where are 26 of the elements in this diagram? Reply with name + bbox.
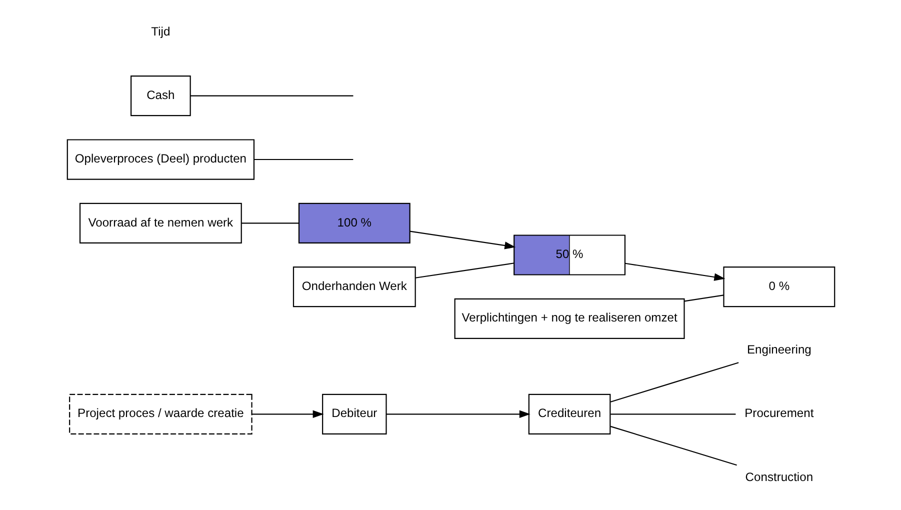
connector xyxy=(610,426,736,466)
arrow xyxy=(624,262,725,281)
connector xyxy=(241,222,298,224)
node-box: Onderhanden Werk xyxy=(292,266,416,308)
connector xyxy=(254,158,353,160)
arrow xyxy=(386,410,530,418)
arrow xyxy=(409,230,516,250)
arrow xyxy=(251,410,324,418)
node-box: 0 % xyxy=(722,266,835,308)
connector xyxy=(610,414,736,415)
connector xyxy=(610,362,738,402)
node-box: Debiteur xyxy=(322,394,386,434)
node-box: Crediteuren xyxy=(528,394,610,434)
connector xyxy=(414,262,514,278)
node-text: Procurement xyxy=(744,406,814,420)
label: Tijd xyxy=(150,24,170,38)
node-box: Project proces / waarde creatie xyxy=(68,394,252,434)
node-text: Engineering xyxy=(746,342,811,357)
connector xyxy=(684,294,724,302)
node-box: Verplichtingen + nog te realiseren omzet xyxy=(454,298,684,339)
node-text: Construction xyxy=(744,470,813,484)
node-box: Voorraad af te nemen werk xyxy=(78,202,242,244)
node-box: Cash xyxy=(130,76,190,116)
node-box: 100 % xyxy=(298,202,410,244)
node-box: Opleverproces (Deel) producten xyxy=(66,139,254,180)
connector xyxy=(190,95,353,96)
